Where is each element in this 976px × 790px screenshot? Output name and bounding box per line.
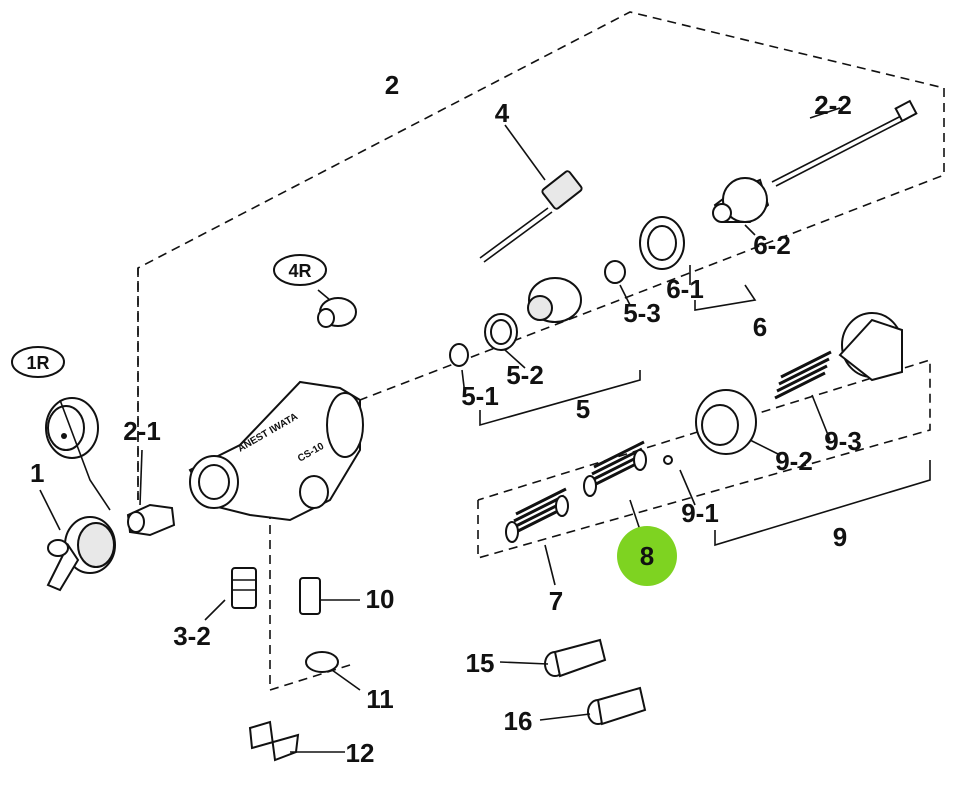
label-6-1: 6-1	[666, 274, 704, 304]
label-9: 9	[833, 522, 847, 552]
group-7-8-9-bracket	[477, 358, 931, 560]
label-6: 6	[753, 312, 767, 342]
part-3-2-fitting	[231, 567, 257, 609]
label-8: 8	[640, 541, 654, 571]
label-5-1: 5-1	[461, 381, 499, 411]
label-3-2: 3-2	[173, 621, 211, 651]
label-12: 12	[346, 738, 375, 768]
part-1r-cap	[45, 397, 99, 459]
part-4-adjust-rod	[479, 170, 583, 263]
label-2: 2	[385, 70, 399, 100]
label-16: 16	[504, 706, 533, 736]
label-6-2: 6-2	[753, 230, 791, 260]
label-1r-badge: 1R	[11, 346, 65, 378]
label-1: 1	[30, 458, 44, 488]
label-5-2: 5-2	[506, 360, 544, 390]
part-9-assembly	[663, 312, 903, 465]
label-7: 7	[549, 586, 563, 616]
part-11-plug	[305, 651, 339, 673]
part-2-2-fluid-needle	[771, 99, 918, 187]
label-5-3: 5-3	[623, 298, 661, 328]
label-11: 11	[366, 684, 394, 714]
highlight-circle	[617, 526, 677, 586]
part-16-fitting	[587, 686, 647, 726]
part-8-spring	[583, 440, 647, 497]
part-15-fitting	[544, 638, 607, 678]
label-2-2: 2-2	[814, 90, 852, 120]
label-8-highlight: 8	[617, 526, 677, 586]
label-10: 10	[366, 584, 395, 614]
label-9-2: 9-2	[775, 446, 813, 476]
label-4r: 4R	[288, 261, 311, 281]
label-5: 5	[576, 394, 590, 424]
part-12-clip	[248, 720, 300, 762]
part-4r-knob	[317, 297, 357, 328]
part-2-1-fluid-nozzle	[126, 503, 176, 537]
gun-body: ANEST IWATA CS-10	[188, 380, 364, 522]
label-9-1: 9-1	[681, 498, 719, 528]
label-4: 4	[495, 98, 510, 128]
part-6-assembly	[639, 177, 770, 270]
part-1-air-cap	[46, 516, 116, 592]
label-1r: 1R	[26, 353, 49, 373]
group-2-bracket	[137, 11, 945, 500]
label-2-1: 2-1	[123, 416, 161, 446]
label-15: 15	[466, 648, 495, 678]
label-4r-badge: 4R	[273, 254, 327, 286]
leader-lines	[39, 107, 931, 753]
part-7-spring	[505, 487, 569, 543]
part-5-assembly	[449, 260, 626, 367]
label-9-3: 9-3	[824, 426, 862, 456]
group-lower-bracket	[269, 495, 351, 692]
part-10-screw	[299, 577, 321, 615]
